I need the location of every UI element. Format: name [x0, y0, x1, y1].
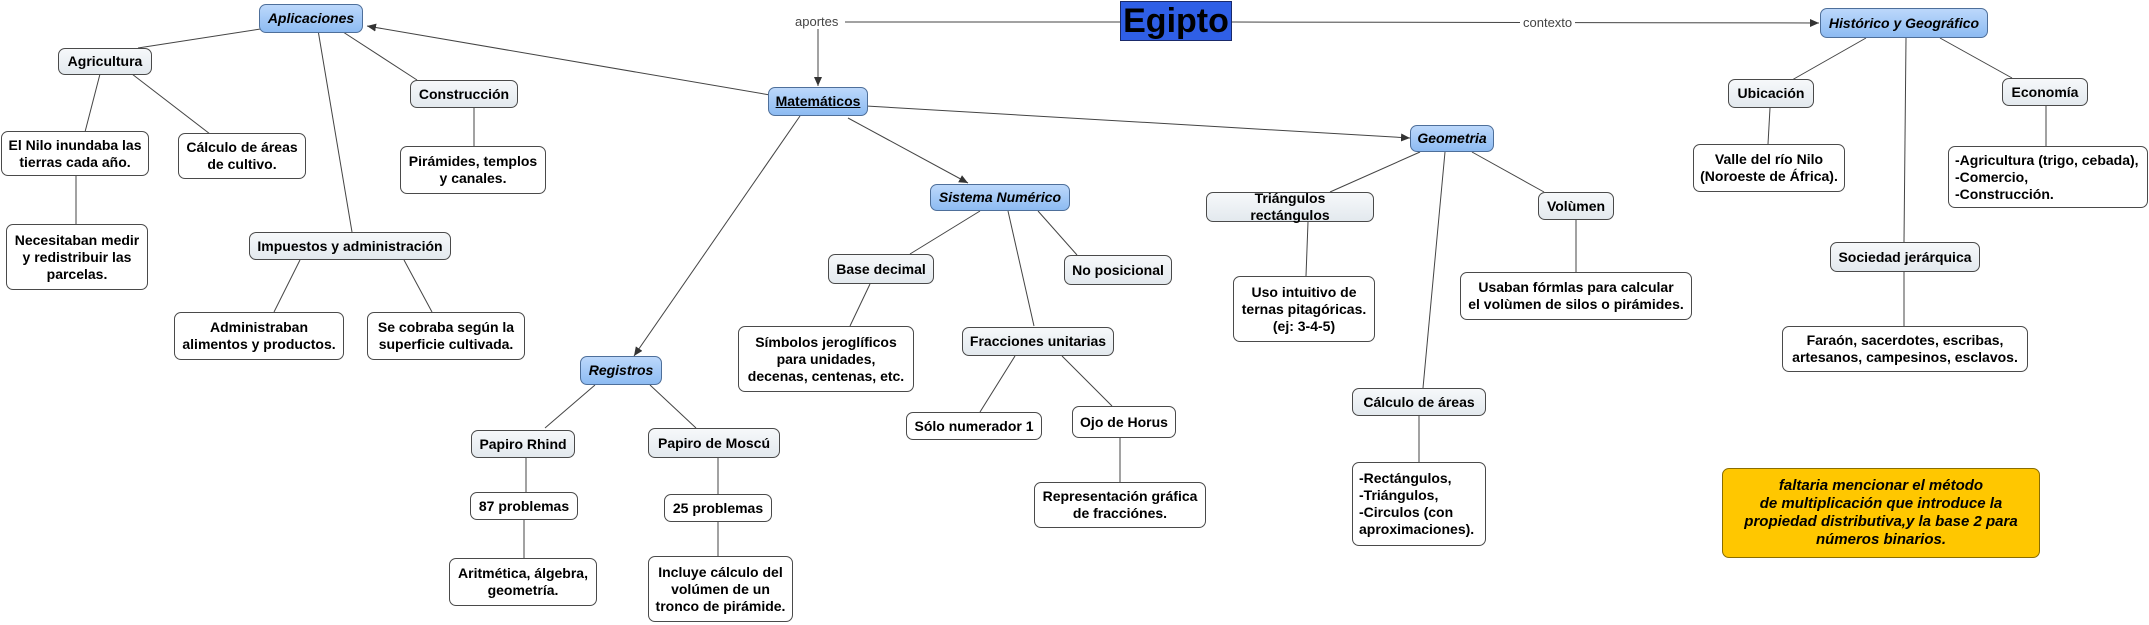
node-piramides[interactable]: Pirámides, templos y canales.: [400, 146, 546, 194]
node-historico[interactable]: Histórico y Geográfico: [1820, 8, 1988, 38]
node-papiro-rhind[interactable]: Papiro Rhind: [471, 430, 575, 458]
node-base-decimal[interactable]: Base decimal: [828, 254, 934, 284]
node-sociedad[interactable]: Sociedad jerárquica: [1830, 242, 1980, 272]
node-cobraba[interactable]: Se cobraba según la superficie cultivada…: [367, 312, 525, 360]
node-usaban[interactable]: Usaban fórmlas para calcular el volùmen …: [1460, 272, 1692, 320]
note-box[interactable]: faltaria mencionar el método de multipli…: [1722, 468, 2040, 558]
node-areas-list[interactable]: -Rectángulos, -Triángulos, -Circulos (co…: [1352, 462, 1486, 546]
node-registros[interactable]: Registros: [580, 356, 662, 385]
node-sistema-numerico[interactable]: Sistema Numérico: [930, 184, 1070, 211]
link-matematicos-geometria: [865, 105, 1411, 142]
node-calculo-areas-cultivo[interactable]: Cálculo de áreas de cultivo.: [178, 133, 306, 179]
node-incluye[interactable]: Incluye cálculo del volúmen de un tronco…: [648, 556, 793, 622]
link-matematicos-aplicaciones: [366, 23, 771, 96]
node-nilo[interactable]: El Nilo inundaba las tierras cada año.: [1, 131, 149, 176]
node-uso-intuitivo[interactable]: Uso intuitivo de ternas pitagóricas. (ej…: [1233, 276, 1375, 342]
node-calculo-areas[interactable]: Cálculo de áreas: [1352, 388, 1486, 416]
node-ubicacion[interactable]: Ubicación: [1728, 79, 1814, 108]
node-triangulos[interactable]: Triángulos rectángulos: [1206, 190, 1374, 223]
node-valle[interactable]: Valle del río Nilo (Noroeste de África).: [1693, 144, 1845, 192]
node-agricultura[interactable]: Agricultura: [58, 48, 152, 75]
node-economia[interactable]: Economía: [2002, 78, 2088, 106]
node-economia-list[interactable]: -Agricultura (trigo, cebada), -Comercio,…: [1948, 146, 2148, 208]
node-solo-numerador[interactable]: Sólo numerador 1: [906, 412, 1042, 440]
node-ojo-horus[interactable]: Ojo de Horus: [1072, 406, 1176, 438]
node-medir[interactable]: Necesitaban medir y redistribuir las par…: [6, 224, 148, 290]
node-87-problemas[interactable]: 87 problemas: [470, 492, 578, 520]
link-matematicos-sistema: [847, 117, 969, 184]
node-papiro-moscu[interactable]: Papiro de Moscú: [648, 428, 780, 458]
node-impuestos[interactable]: Impuestos y administración: [249, 232, 451, 260]
node-volumen[interactable]: Volùmen: [1538, 192, 1614, 220]
node-25-problemas[interactable]: 25 problemas: [664, 494, 772, 522]
node-no-posicional[interactable]: No posicional: [1064, 255, 1172, 285]
link-label-aportes: aportes: [792, 14, 842, 29]
node-geometria[interactable]: Geometria: [1410, 125, 1494, 152]
node-representacion[interactable]: Representación gráfica de fracciónes.: [1034, 482, 1206, 528]
node-aplicaciones[interactable]: Aplicaciones: [259, 4, 363, 33]
node-aritmetica[interactable]: Aritmética, álgebra, geometría.: [449, 558, 597, 606]
node-historico-label: Histórico y Geográfico: [1828, 14, 1980, 31]
node-construccion[interactable]: Construcción: [410, 80, 518, 108]
node-matematicos[interactable]: Matemáticos: [768, 87, 868, 116]
node-fracciones[interactable]: Fracciones unitarias: [962, 327, 1114, 356]
link-label-contexto: contexto: [1520, 15, 1576, 30]
root-node-egipto[interactable]: Egipto: [1120, 1, 1232, 41]
link-matematicos-registros: [633, 115, 801, 357]
node-faraon[interactable]: Faraón, sacerdotes, escribas, artesanos,…: [1782, 326, 2028, 372]
node-administraban[interactable]: Administraban alimentos y productos.: [174, 312, 344, 360]
node-simbolos[interactable]: Símbolos jeroglíficos para unidades, dec…: [738, 326, 914, 392]
